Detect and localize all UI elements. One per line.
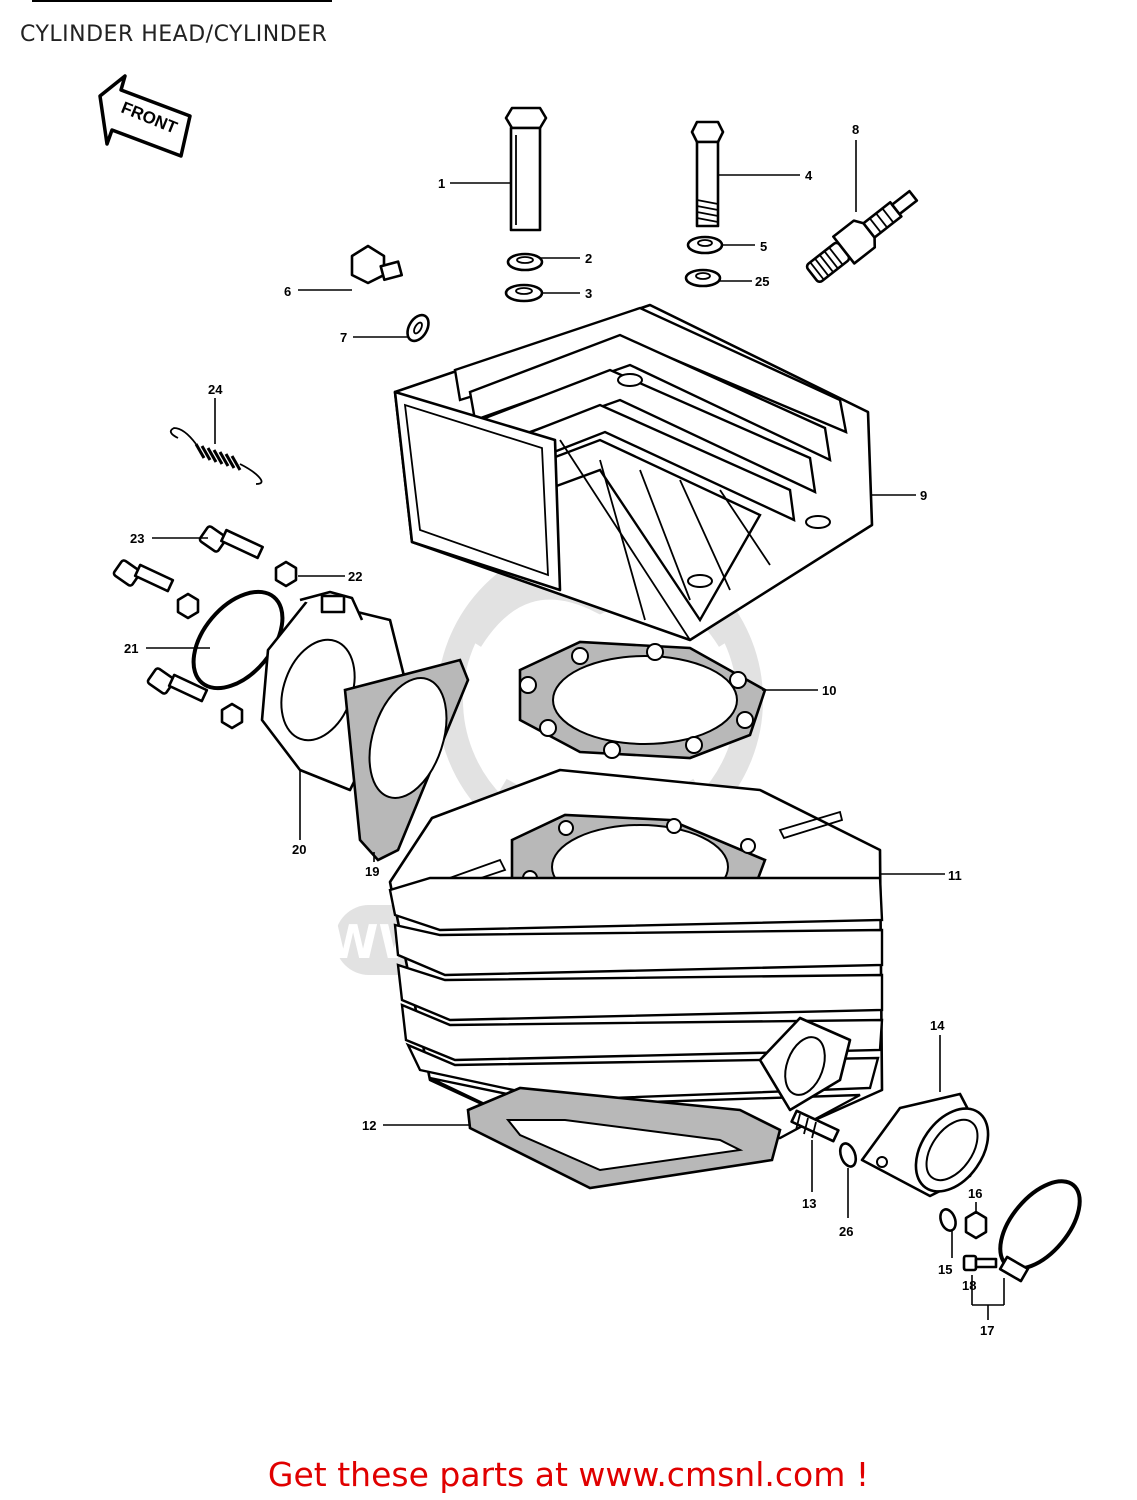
callout-18: 18 xyxy=(962,1278,976,1293)
callout-10: 10 xyxy=(822,683,836,698)
part-10-head-gasket xyxy=(518,640,767,760)
callout-17: 17 xyxy=(980,1323,994,1338)
callout-19: 19 xyxy=(365,864,379,879)
callout-26: 26 xyxy=(839,1224,853,1239)
page-title: CYLINDER HEAD/CYLINDER xyxy=(20,22,328,47)
callout-20: 20 xyxy=(292,842,306,857)
part-22-nut xyxy=(176,560,298,730)
callout-11: 11 xyxy=(948,868,962,883)
callout-14: 14 xyxy=(930,1018,945,1033)
callout-22: 22 xyxy=(348,569,362,584)
part-23-bolt xyxy=(112,525,264,703)
callout-6: 6 xyxy=(284,284,291,299)
part-14-exhaust-flange xyxy=(860,1092,990,1198)
part-3-washer xyxy=(504,283,544,303)
part-18-screw xyxy=(962,1254,998,1272)
part-7-washer xyxy=(406,313,430,343)
part-6-plug xyxy=(350,244,404,285)
callout-9: 9 xyxy=(920,488,927,503)
callout-12: 12 xyxy=(362,1118,376,1133)
part-5-washer xyxy=(686,235,724,255)
part-17-clamp xyxy=(998,1179,1082,1283)
part-19-gasket xyxy=(343,658,470,862)
callout-7: 7 xyxy=(340,330,347,345)
top-rule xyxy=(32,0,332,2)
part-26-washer xyxy=(838,1142,858,1168)
part-8-spark-plug xyxy=(805,189,919,284)
front-arrow-icon: FRONT xyxy=(98,74,192,158)
callout-8: 8 xyxy=(852,122,859,137)
part-9-cylinder-head xyxy=(393,303,874,642)
callout-2: 2 xyxy=(585,251,592,266)
part-4-bolt xyxy=(690,120,725,228)
callout-21: 21 xyxy=(124,641,138,656)
part-25-washer xyxy=(684,268,722,288)
callout-5: 5 xyxy=(760,239,767,254)
callout-15: 15 xyxy=(938,1262,952,1277)
part-11-cylinder xyxy=(388,768,884,1142)
callout-4: 4 xyxy=(805,168,813,183)
callout-16: 16 xyxy=(968,1186,982,1201)
part-24-spring xyxy=(169,427,263,485)
callout-13: 13 xyxy=(802,1196,816,1211)
part-21-o-ring xyxy=(191,589,285,691)
parts-diagram: WWW.CMSNL.COM FRONT xyxy=(98,74,1082,1338)
part-16-nut xyxy=(964,1210,988,1240)
part-15-washer xyxy=(939,1208,957,1232)
callout-1: 1 xyxy=(438,176,445,191)
cta-link[interactable]: Get these parts at www.cmsnl.com ! xyxy=(267,1455,870,1494)
part-13-stud xyxy=(790,1109,840,1143)
part-12-base-gasket xyxy=(466,1086,782,1190)
callout-23: 23 xyxy=(130,531,144,546)
callout-labels: 1 2 3 4 5 6 7 8 9 10 11 12 13 14 15 16 1… xyxy=(124,122,994,1338)
part-1-bolt xyxy=(504,106,548,232)
callout-3: 3 xyxy=(585,286,592,301)
callout-25: 25 xyxy=(755,274,769,289)
callout-24: 24 xyxy=(208,382,223,397)
leader-lines xyxy=(146,140,1005,1320)
part-2-washer xyxy=(506,252,544,272)
